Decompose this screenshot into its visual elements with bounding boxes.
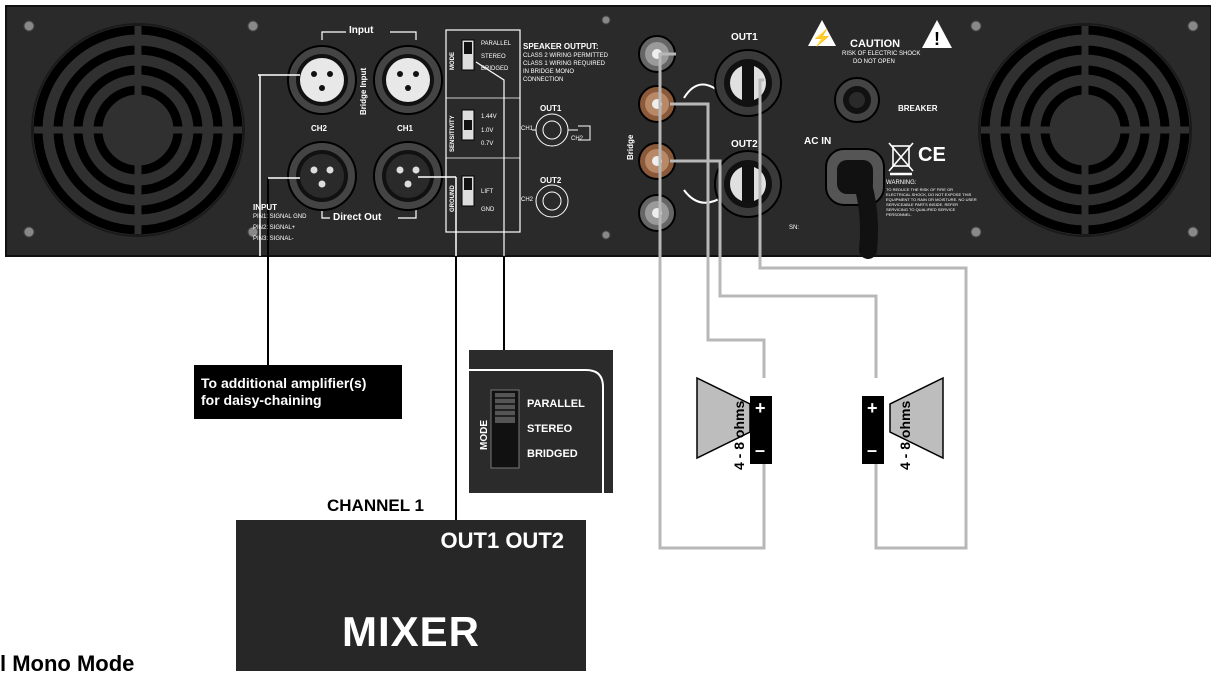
caution-line-1: RISK OF ELECTRIC SHOCK	[842, 51, 921, 57]
speaker-2-impedance: 4 - 8 ohms	[897, 400, 913, 470]
switch-mode	[461, 39, 475, 71]
warning-text: TO REDUCE THE RISK OF FIRE OR ELECTRICAL…	[886, 187, 977, 217]
breaker-label: BREAKER	[898, 104, 938, 113]
speaker-2-plus: +	[867, 398, 878, 418]
diagram-ch1-label: CH1	[521, 126, 534, 132]
input-pin-title: INPUT	[253, 203, 277, 212]
weee-bin-icon	[888, 142, 914, 176]
mode-option-stereo: STEREO	[481, 54, 506, 60]
out1-diagram-label: OUT1	[540, 104, 562, 113]
xlr-ch2-direct-out	[287, 141, 357, 211]
out2-diagram-connector	[535, 184, 569, 218]
binding-post-1	[638, 35, 676, 73]
input-label: Input	[349, 25, 374, 36]
switch-block-outline	[445, 29, 521, 233]
ce-mark: CE	[918, 144, 946, 166]
speaker-output-title: SPEAKER OUTPUT:	[523, 42, 599, 51]
speaker-2-minus: –	[867, 440, 878, 460]
mode-zoom-label: MODE	[479, 420, 490, 450]
screws	[23, 15, 1199, 240]
bridge-input-label: Bridge Input	[359, 67, 368, 115]
fan-right	[978, 23, 1192, 237]
sensitivity-option-2: 1.0V	[481, 128, 494, 134]
warning-title: WARNING:	[886, 180, 917, 186]
mode-switch-label: MODE	[450, 52, 456, 70]
mode-option-bridged: BRIDGED	[481, 66, 509, 72]
bridge-label: Bridge	[626, 134, 635, 160]
caution-title: CAUTION	[850, 38, 901, 50]
switch-sensitivity	[461, 109, 475, 141]
speaker-1-impedance: 4 - 8 ohms	[731, 400, 747, 470]
mixer-out-labels: OUT1 OUT2	[440, 528, 564, 553]
speaker-output-line-2: CLASS 1 WIRING REQUIRED	[523, 61, 606, 67]
fan-left	[31, 23, 245, 237]
binding-post-2	[638, 85, 676, 123]
mode-zoom-option-parallel: PARALLEL	[527, 398, 585, 410]
svg-text:!: !	[934, 29, 940, 49]
ground-option-lift: LIFT	[481, 189, 494, 195]
speakon-out2	[714, 150, 782, 218]
pin2-label: PIN2: SIGNAL+	[253, 225, 296, 231]
mode-zoom-option-bridged: BRIDGED	[527, 448, 578, 460]
speaker-wires	[658, 52, 968, 550]
out1-label: OUT1	[731, 32, 758, 43]
xlr-ch1-direct-out	[373, 141, 443, 211]
speaker-1-plus: +	[755, 398, 766, 418]
speaker-1	[696, 376, 772, 464]
speakon-out1	[714, 49, 782, 117]
xlr-ch1-input	[373, 45, 443, 115]
xlr-ch2-input	[287, 45, 357, 115]
channel-1-label: CHANNEL 1	[327, 496, 424, 515]
sensitivity-switch-label: SENSITIVITY	[450, 115, 456, 152]
mode-zoom-option-stereo: STEREO	[527, 423, 573, 435]
input-brackets	[321, 31, 417, 219]
binding-post-3	[638, 142, 676, 180]
speaker-output-line-1: CLASS 2 WIRING PERMITTED	[523, 53, 609, 59]
speaker-1-minus: –	[755, 440, 766, 460]
warning-triangle-right: !	[922, 20, 952, 49]
caution-line-2: DO NOT OPEN	[853, 59, 895, 65]
daisy-chain-line-1: To additional amplifier(s)	[201, 375, 367, 391]
mixer-title: MIXER	[341, 608, 480, 655]
svg-text:⚡: ⚡	[812, 28, 832, 47]
switch-ground	[461, 175, 475, 207]
direct-out-label: Direct Out	[333, 212, 382, 223]
ac-in-label: AC IN	[804, 136, 832, 147]
ch2-label: CH2	[311, 124, 328, 133]
warning-triangle-left: ⚡	[808, 20, 836, 47]
daisy-chain-callout: To additional amplifier(s) for daisy-cha…	[194, 365, 402, 419]
speaker-output-line-3: IN BRIDGE MONO	[523, 69, 575, 75]
daisy-chain-line-2: for daisy-chaining	[201, 392, 322, 408]
ground-option-gnd: GND	[481, 207, 495, 213]
sensitivity-option-1: 1.44V	[481, 114, 497, 120]
out2-diagram-label: OUT2	[540, 176, 562, 185]
power-cable	[851, 166, 878, 259]
binding-post-4	[638, 194, 676, 232]
out2-label: OUT2	[731, 139, 758, 150]
pin1-label: PIN1: SIGNAL GND	[253, 214, 307, 220]
sensitivity-option-3: 0.7V	[481, 141, 494, 147]
breaker-button	[834, 77, 880, 123]
sn-label: SN:	[789, 225, 800, 231]
ch1-label: CH1	[397, 124, 414, 133]
pin3-label: PIN3: SIGNAL-	[253, 236, 294, 242]
diagram-ch2-label-2: CH2	[521, 197, 534, 203]
ground-switch-label: GROUND	[450, 185, 456, 212]
speaker-2	[862, 376, 944, 464]
mode-zoom-panel	[469, 350, 613, 493]
mixer-box: OUT1 OUT2 MIXER	[236, 520, 586, 671]
diagram-ch2-label: CH2	[571, 136, 584, 142]
out1-diagram-connector	[532, 113, 591, 147]
mode-option-parallel: PARALLEL	[481, 41, 511, 47]
speaker-output-line-4: CONNECTION	[523, 77, 564, 83]
mode-caption-partial: l Mono Mode	[0, 651, 135, 676]
